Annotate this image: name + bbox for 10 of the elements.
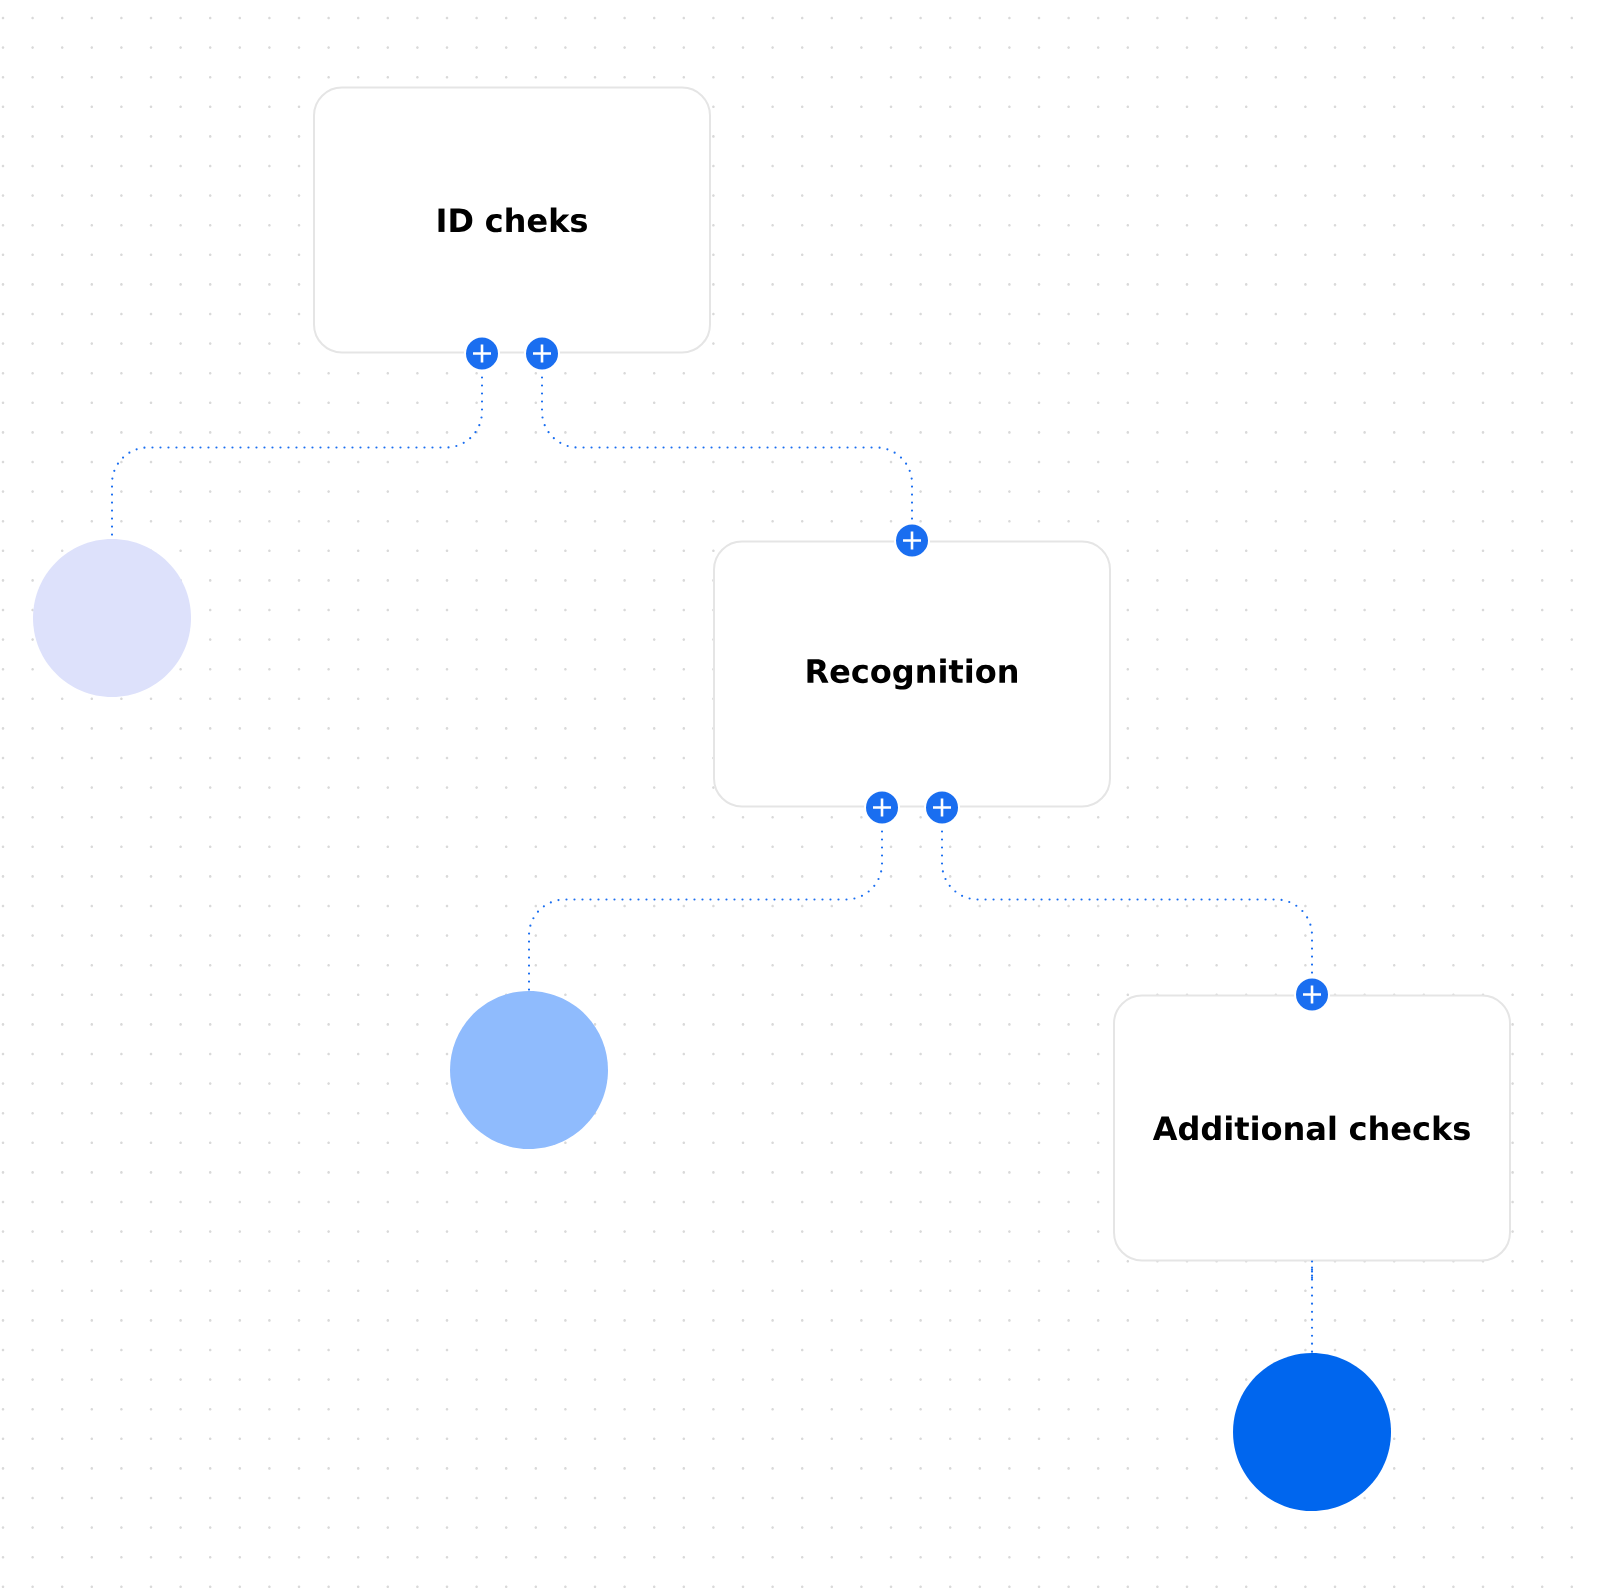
process-box: Additional checks bbox=[1113, 994, 1511, 1262]
circle bbox=[450, 991, 608, 1149]
circle bbox=[33, 539, 191, 697]
connector bbox=[527, 789, 900, 992]
process-box: ID cheks bbox=[313, 86, 711, 354]
connector bbox=[924, 789, 1330, 1013]
connector bbox=[1310, 1260, 1314, 1354]
process-box: Recognition bbox=[713, 540, 1111, 808]
circle bbox=[1233, 1353, 1391, 1511]
connector bbox=[524, 335, 930, 559]
